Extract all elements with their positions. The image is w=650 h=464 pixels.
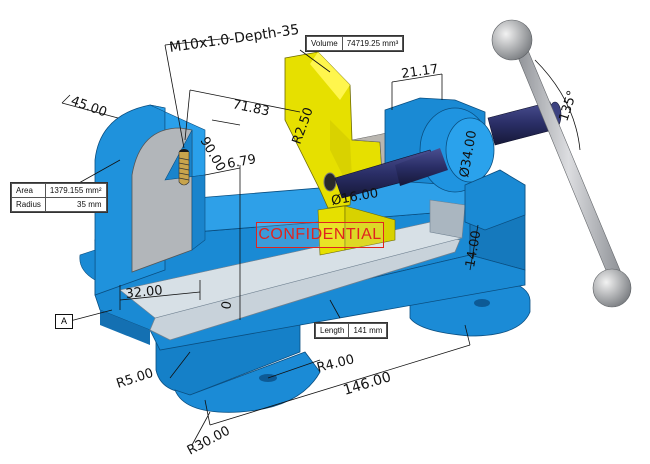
dim-r4: R4.00 xyxy=(315,352,355,376)
dim-71-83: 71.83 xyxy=(231,97,271,119)
datum-a-flag[interactable]: A xyxy=(55,314,73,329)
dim-0: 0 xyxy=(219,300,235,311)
area-value: 1379.155 mm² xyxy=(44,183,107,198)
length-label: Length xyxy=(314,323,350,338)
dim-6-79: 6.79 xyxy=(226,152,257,172)
vise-guide-rail xyxy=(119,199,466,341)
confidential-watermark: CONFIDENTIAL xyxy=(256,222,384,248)
vise-handle xyxy=(491,19,632,308)
handle-ball-top-icon xyxy=(491,19,533,61)
area-label: Area xyxy=(11,183,46,198)
volume-value: 74719.25 mm³ xyxy=(341,36,404,51)
dim-146: 146.00 xyxy=(341,369,393,399)
length-value: 141 mm xyxy=(348,323,388,338)
thread-callout: M10x1.0-Depth-35 xyxy=(168,22,300,56)
radius-label: Radius xyxy=(11,197,46,212)
dim-r30: R30.00 xyxy=(185,424,233,459)
dim-32: 32.00 xyxy=(125,283,164,302)
vise-fixed-jaw xyxy=(94,104,206,296)
length-measure-box[interactable]: Length 141 mm xyxy=(314,322,389,339)
area-radius-measure-box[interactable]: Area 1379.155 mm² Radius 35 mm xyxy=(10,182,108,213)
handle-ball-bottom-icon xyxy=(592,268,632,308)
vise-moving-jaw xyxy=(284,51,397,256)
vise-body-stub xyxy=(79,249,96,281)
volume-measure-box[interactable]: Volume 74719.25 mm³ xyxy=(305,35,405,52)
volume-label: Volume xyxy=(306,36,343,51)
radius-value: 35 mm xyxy=(44,197,107,212)
dim-21-17: 21.17 xyxy=(400,62,439,82)
dim-angle-135: 135° xyxy=(557,89,581,123)
threaded-hole-icon xyxy=(178,149,190,186)
dim-r5: R5.00 xyxy=(115,366,156,392)
dim-14: 14.00 xyxy=(463,229,484,268)
dimension-lines xyxy=(61,37,581,446)
dim-45: 45.00 xyxy=(69,94,109,121)
